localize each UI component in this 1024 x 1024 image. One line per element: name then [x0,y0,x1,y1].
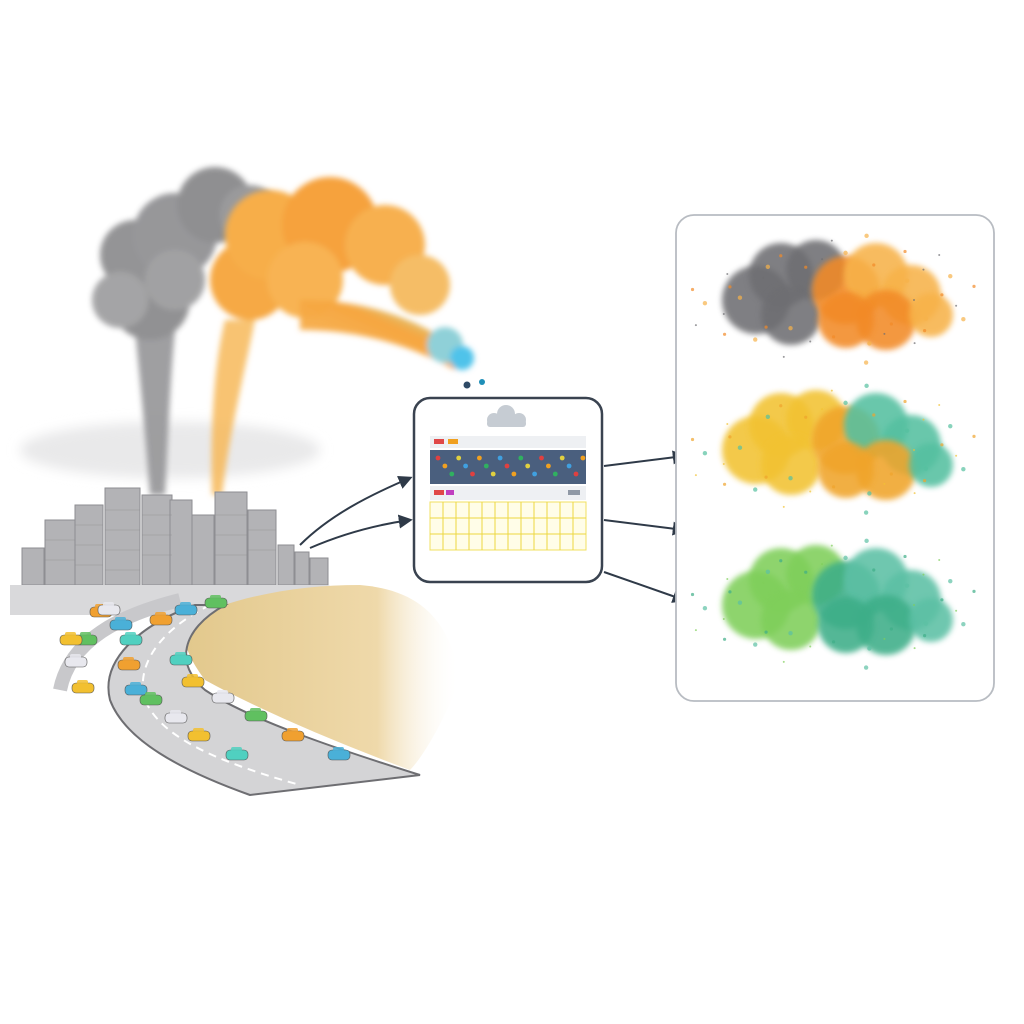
arrow-device-to-output [603,450,687,467]
yellow-teal-cloud [690,383,976,515]
car [174,602,198,616]
car [64,654,88,668]
droplet-dot [463,381,471,389]
haze-cloud [20,422,320,478]
reading-dot [463,463,468,469]
city-scene [10,167,485,797]
reading-dot [566,463,572,469]
reading-dot [546,463,551,469]
reading-dots [435,455,586,477]
reading-dot [525,463,531,469]
car [169,652,193,666]
reading-dot [573,471,579,477]
reading-dot [539,455,544,461]
reading-dot [580,455,586,461]
traffic-cars [59,595,351,761]
reading-dot [456,455,462,461]
reading-dot [511,471,517,477]
status-marker [448,439,458,444]
car [181,674,205,688]
reading-dot [470,471,475,477]
reading-dot [490,471,496,477]
status-marker [446,490,454,495]
car [71,680,95,694]
reading-dot [435,455,441,461]
reading-dot [552,471,558,477]
arrow-device-to-output [603,519,687,536]
car [97,602,121,616]
car [187,728,211,742]
car [327,747,351,761]
monitoring-device [412,396,604,584]
reading-dot [477,455,482,461]
arrow-city-to-device [299,475,413,546]
car [59,632,83,646]
cloud-icon [487,405,526,427]
reading-dot [532,471,537,477]
road-lane [141,604,301,786]
highway [107,604,421,797]
screen-sub-header [430,486,586,500]
car [244,708,268,722]
car [149,612,173,626]
arrows [299,450,687,603]
grid-lines [430,502,586,550]
output-clouds [690,233,976,670]
green-cloud [690,538,976,670]
city-buildings [21,487,329,586]
car [117,657,141,671]
car [124,682,148,696]
side-road [53,593,182,692]
reading-dot [518,455,524,461]
status-marker [434,439,444,444]
reading-dot [483,463,489,469]
screen-header [430,436,586,448]
reading-dot [559,455,565,461]
status-marker [568,490,580,495]
arrow-device-to-output [603,571,687,603]
reading-dot [449,471,455,477]
reading-dot [497,455,503,461]
droplet-dot [479,379,485,385]
car [139,692,163,706]
car [225,747,249,761]
car [109,617,133,631]
grey-orange-cloud [690,233,976,365]
car [119,632,143,646]
car [164,710,188,724]
orange-smoke-plume [210,177,474,495]
reading-dot [442,463,448,469]
car [211,690,235,704]
car [281,728,305,742]
building-windows [45,509,276,571]
sand-dunes [183,585,461,770]
reading-dot [504,463,510,469]
car [204,595,228,609]
status-marker [434,490,444,495]
arrow-city-to-device [309,514,413,549]
